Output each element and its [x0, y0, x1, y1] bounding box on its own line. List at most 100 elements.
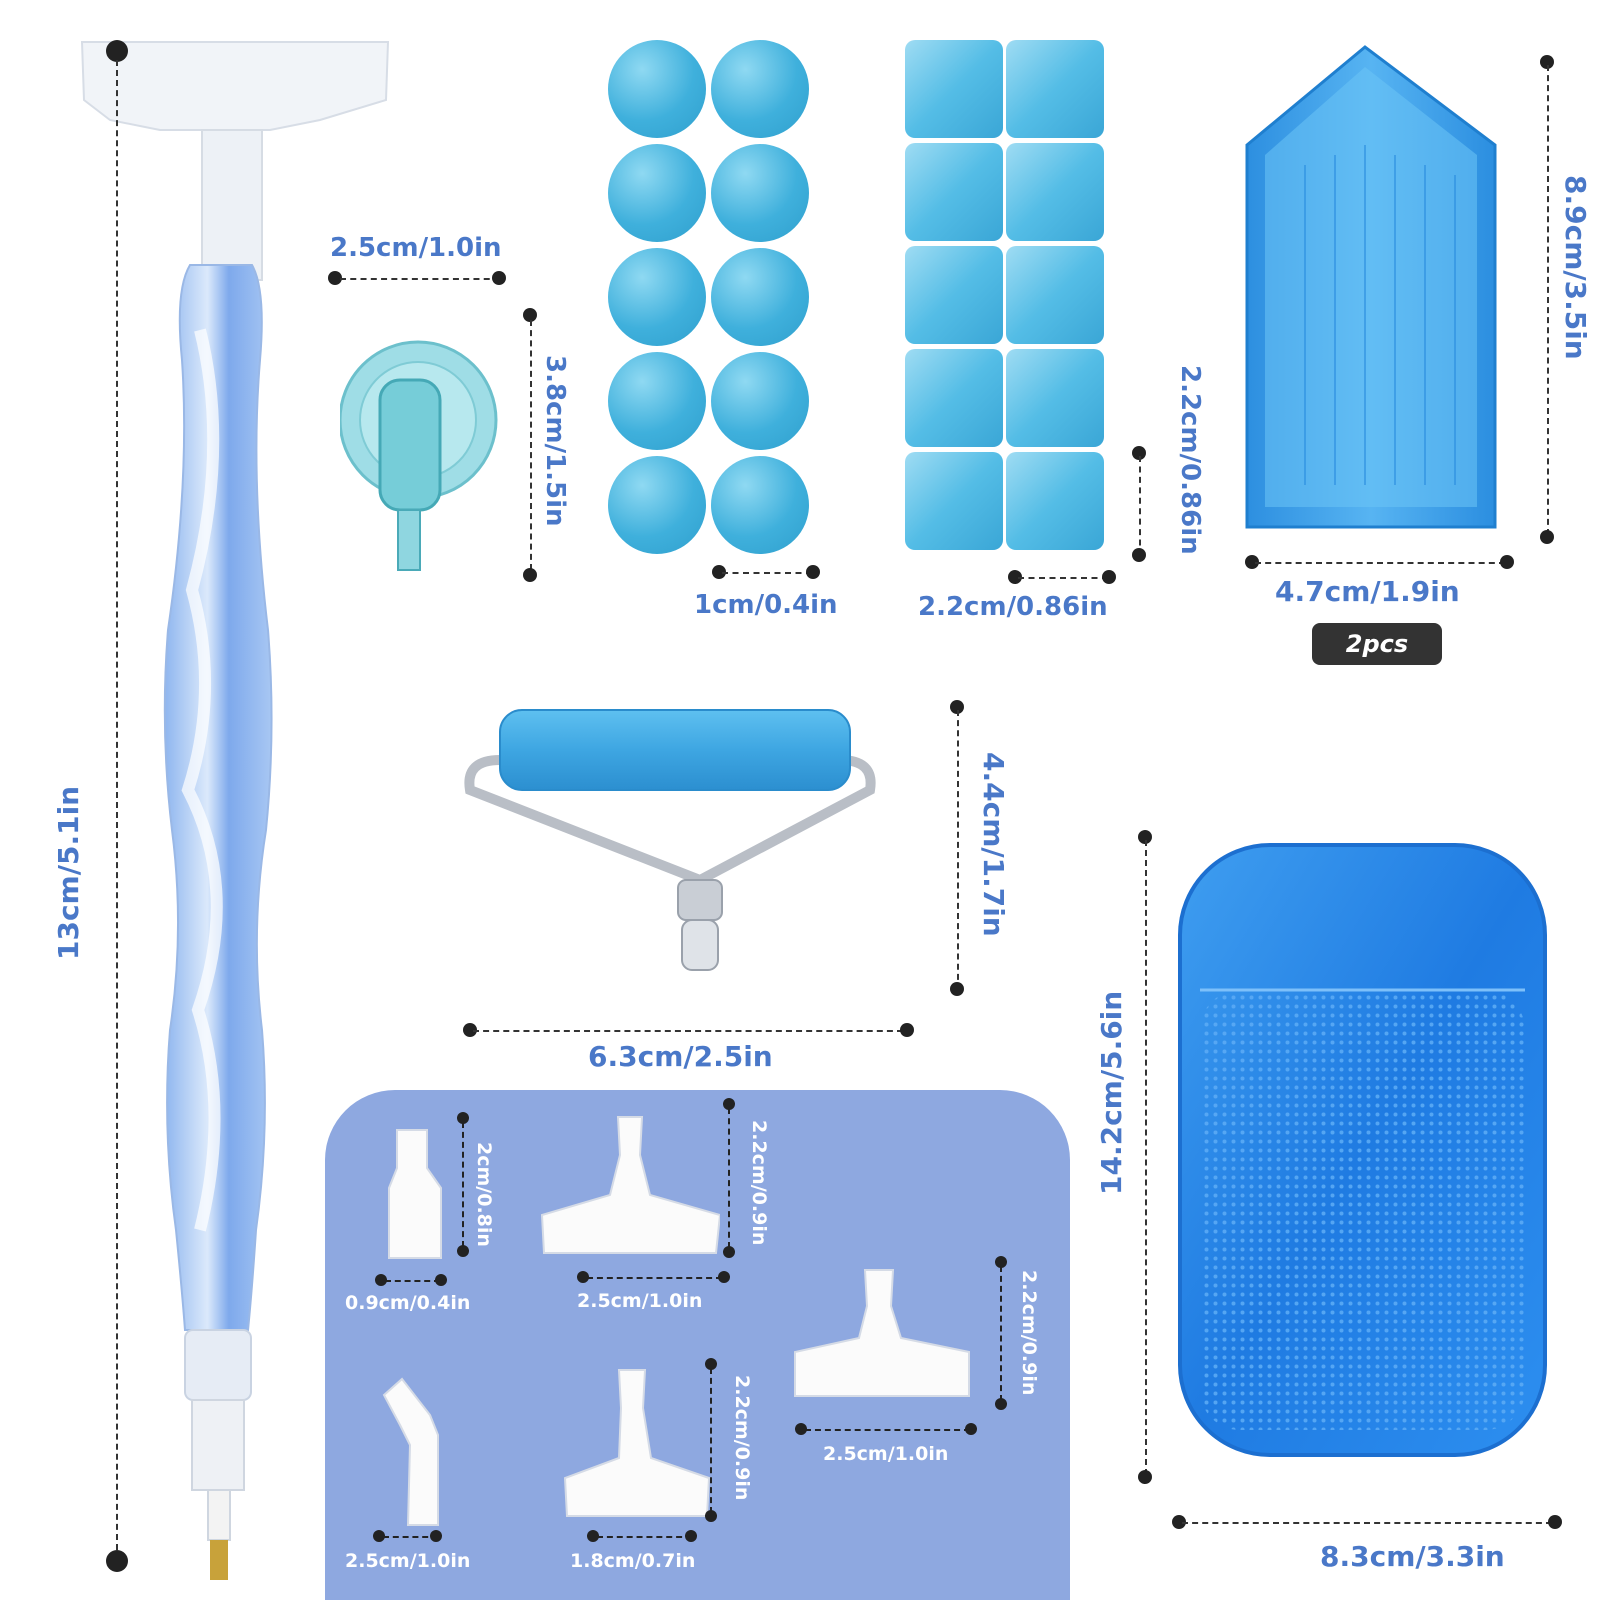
tip2-w-line [587, 1277, 722, 1279]
round-pad [711, 144, 809, 242]
tip1-height-label: 2cm/0.8in [473, 1142, 495, 1247]
clip-width-dot-right [492, 271, 506, 285]
round-pad [711, 248, 809, 346]
tray-width-dot-right [1500, 555, 1514, 569]
square-pad [1006, 40, 1104, 138]
tip5-width-label: 1.8cm/0.7in [570, 1550, 696, 1572]
clip-height-dot-bottom [523, 568, 537, 582]
tip2-width-label: 2.5cm/1.0in [577, 1290, 703, 1312]
round-pad [608, 352, 706, 450]
tray-width-label: 4.7cm/1.9in [1275, 575, 1460, 608]
square-pad-width-label: 2.2cm/0.86in [918, 592, 1108, 622]
round-pad-dot-left [712, 565, 726, 579]
roller-width-dot-left [463, 1023, 477, 1037]
roller-height-dot-top [950, 700, 964, 714]
tip-medium-icon [563, 1369, 711, 1517]
mat-width-line [1182, 1522, 1552, 1524]
square-pad [1006, 349, 1104, 447]
tip3-h-dot-bottom [995, 1398, 1007, 1410]
tip3-w-dot-left [795, 1423, 807, 1435]
tip4-w-dot-left [373, 1530, 385, 1542]
roller-width-dot-right [900, 1023, 914, 1037]
square-pad-width-line [1018, 577, 1108, 579]
roller-width-line [473, 1030, 903, 1032]
roller-height-label: 4.4cm/1.7in [977, 752, 1010, 937]
roller-clip [338, 325, 500, 585]
round-pad [608, 456, 706, 554]
square-pad-height-line [1139, 456, 1141, 556]
tip5-w-dot-left [587, 1530, 599, 1542]
square-pad-height-label: 2.2cm/0.86in [1175, 365, 1205, 555]
square-pad [1006, 452, 1104, 550]
tray-icon [1245, 45, 1497, 529]
pen-dim-line [116, 60, 118, 1560]
tray-height-line [1547, 65, 1549, 535]
square-pad [905, 40, 1003, 138]
tip1-h-line [462, 1122, 464, 1247]
roller-tool [460, 700, 910, 1000]
tip2-height-label: 2.2cm/0.9in [748, 1120, 770, 1246]
mat-height-label: 14.2cm/5.6in [1095, 990, 1128, 1195]
mat-width-dot-left [1172, 1515, 1186, 1529]
pen-dim-dot-bottom [106, 1550, 128, 1572]
round-pads [608, 40, 818, 560]
square-pad-width-dot-right [1102, 570, 1116, 584]
mat-icon [1178, 843, 1547, 1457]
round-pad-line [722, 572, 812, 574]
square-pads [905, 40, 1110, 555]
square-pad [1006, 246, 1104, 344]
round-pad [608, 248, 706, 346]
tip1-width-label: 0.9cm/0.4in [345, 1292, 471, 1314]
tray-height-label: 8.9cm/3.5in [1559, 175, 1592, 360]
tip2-w-dot-right [718, 1271, 730, 1283]
tip4-w-line [383, 1536, 438, 1538]
mat-width-label: 8.3cm/3.3in [1320, 1540, 1505, 1573]
square-pad-width-dot-left [1008, 570, 1022, 584]
tip3-w-dot-right [965, 1423, 977, 1435]
tip-wide-icon [540, 1116, 720, 1254]
square-pad [905, 349, 1003, 447]
round-pad [608, 40, 706, 138]
clip-height-line [530, 320, 532, 570]
clip-icon [338, 340, 498, 571]
tray [1245, 45, 1510, 535]
clip-height-dot-top [523, 308, 537, 322]
quantity-badge: 2pcs [1312, 623, 1442, 665]
tip3-h-line [1000, 1266, 1002, 1401]
roller-height-line [957, 710, 959, 990]
diamond-pen [70, 30, 410, 1590]
clip-width-dot-left [328, 271, 342, 285]
tip3-width-label: 2.5cm/1.0in [823, 1443, 949, 1465]
tip2-h-dot-top [723, 1098, 735, 1110]
square-pad-height-dot-bottom [1132, 548, 1146, 562]
tip1-h-dot-bottom [457, 1245, 469, 1257]
round-pad [711, 40, 809, 138]
tray-height-dot-bottom [1540, 530, 1554, 544]
clip-width-line [340, 278, 500, 280]
roller-height-dot-bottom [950, 982, 964, 996]
mat-height-dot-top [1138, 830, 1152, 844]
round-pad [608, 144, 706, 242]
tip4-w-dot-right [430, 1530, 442, 1542]
tip5-w-dot-right [685, 1530, 697, 1542]
tip2-h-line [728, 1108, 730, 1248]
clip-height-label: 3.8cm/1.5in [540, 355, 570, 527]
tip-bent-icon [382, 1377, 439, 1526]
tip5-h-dot-top [705, 1358, 717, 1370]
round-pad-label: 1cm/0.4in [694, 590, 838, 620]
tip-narrow-icon [388, 1129, 442, 1259]
tips-panel: 2cm/0.8in 0.9cm/0.4in 2.2cm/0.9in 2.5cm/… [325, 1090, 1070, 1600]
tray-height-dot-top [1540, 55, 1554, 69]
tip3-height-label: 2.2cm/0.9in [1018, 1270, 1040, 1396]
sticky-mat [1175, 840, 1550, 1460]
round-pad [711, 352, 809, 450]
clip-width-label: 2.5cm/1.0in [330, 233, 502, 263]
tray-width-dot-left [1245, 555, 1259, 569]
tip3-h-dot-top [995, 1256, 1007, 1268]
tip5-height-label: 2.2cm/0.9in [731, 1375, 753, 1501]
pen-icon [80, 41, 390, 1580]
round-pad [711, 456, 809, 554]
tip5-h-dot-bottom [705, 1510, 717, 1522]
tip2-w-dot-left [577, 1271, 589, 1283]
tip-wide-icon [794, 1269, 970, 1397]
